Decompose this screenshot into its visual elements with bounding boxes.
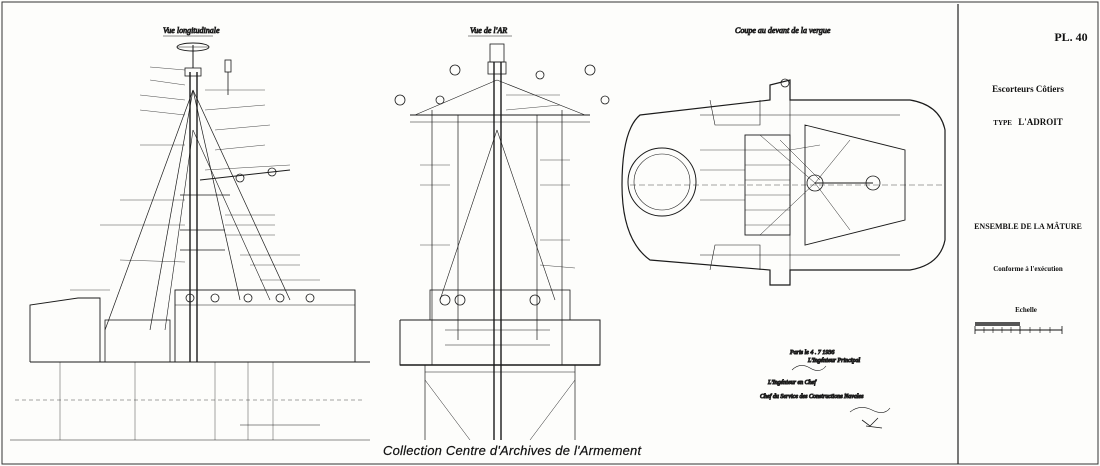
signature-scribble-1 — [791, 365, 827, 371]
signature-scribble-2 — [849, 407, 891, 413]
section-view-title: Coupe au devant de la vergue — [735, 26, 831, 35]
longitudinal-view-title: Vue longitudinale — [163, 26, 220, 35]
aft-view: Vue de l'AR — [394, 26, 610, 441]
aft-view-title: Vue de l'AR — [470, 26, 507, 35]
class-line: Escorteurs Côtiers — [992, 84, 1064, 94]
plate-number: PL. 40 — [1054, 30, 1088, 44]
subtitle: Ensemble de la Mâture — [974, 222, 1082, 231]
signature-date: Paris le 4 . 7 1936 — [789, 349, 834, 356]
scale-bar — [974, 322, 1063, 334]
type-name: L'ADROIT — [1018, 117, 1063, 127]
longitudinal-view: Vue longitudinale — [10, 26, 370, 441]
conformity-note: Conforme à l'exécution — [993, 265, 1063, 273]
signature-block: Paris le 4 . 7 1936 L'Ingénieur Principa… — [760, 349, 891, 429]
scale-label: Echelle — [1015, 306, 1037, 314]
signature-mark-icon — [861, 417, 883, 429]
type-prefix: TYPE — [993, 119, 1012, 127]
signature-chief-line2: Chef du Service des Constructions Navale… — [760, 393, 864, 400]
type-line: TYPE L'ADROIT — [968, 117, 1088, 127]
section-view: Coupe au devant de la vergue — [621, 26, 946, 286]
signature-engineer: L'Ingénieur Principal — [807, 358, 860, 364]
archive-watermark: Collection Centre d'Archives de l'Armeme… — [383, 443, 642, 458]
signature-chief-title: L'Ingénieur en Chef — [767, 379, 817, 386]
